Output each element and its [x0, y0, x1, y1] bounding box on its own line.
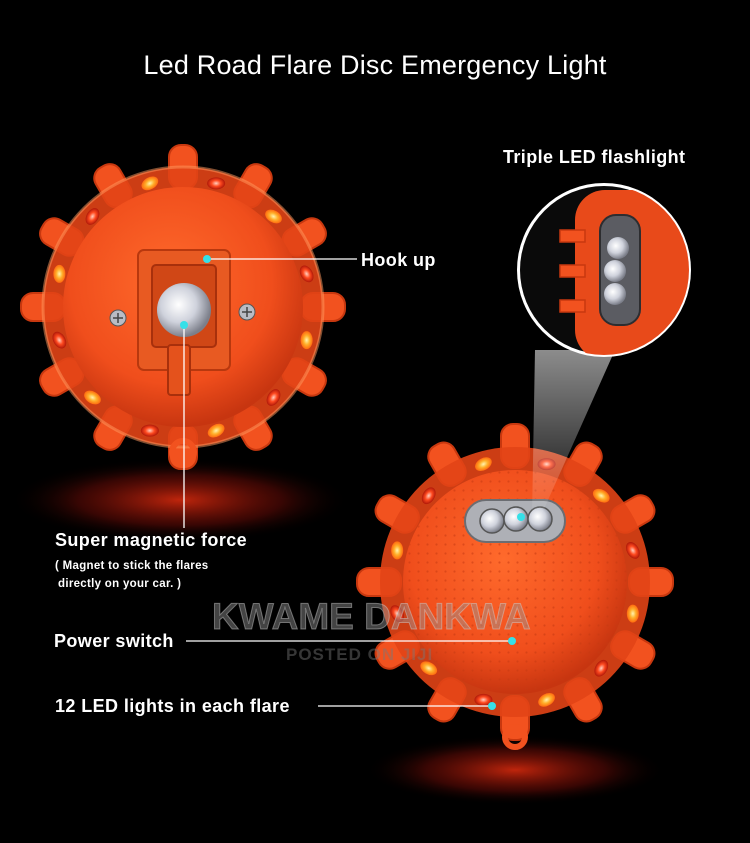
led-light [300, 331, 313, 350]
watermark-posted: POSTED ON JIJI [286, 645, 434, 664]
reflection-glow [10, 458, 350, 542]
magnet [157, 283, 211, 337]
reflection-glow [365, 735, 665, 805]
led-light [475, 457, 492, 472]
led-light [391, 541, 404, 560]
led-light [207, 423, 225, 438]
led-light [141, 176, 159, 191]
flare-disc-back [20, 144, 346, 470]
led-light [390, 605, 405, 622]
led-light [207, 177, 226, 190]
magnet-note-line-1: ( Magnet to stick the flares [55, 560, 209, 572]
pointer-lines [183, 258, 512, 707]
led-light [140, 424, 159, 437]
page-title: Led Road Flare Disc Emergency Light [143, 50, 607, 80]
label-triple-led-flashlight: Triple LED flashlight [503, 147, 686, 167]
light-beam [532, 350, 615, 518]
label-super-magnetic-force: Super magnetic force [55, 530, 248, 550]
led-light [594, 659, 609, 677]
led-light [266, 389, 281, 406]
led-light [84, 390, 101, 405]
led-light [626, 604, 639, 623]
led-light [265, 209, 282, 224]
magnet-note-line-2: directly on your car. ) [58, 578, 182, 590]
flare-disc-front [356, 423, 674, 750]
label-12-led-lights: 12 LED lights in each flare [55, 696, 290, 716]
led-light [474, 693, 493, 706]
watermark-name: KWAME DANKWA [212, 596, 532, 638]
flashlight-closeup [517, 183, 691, 357]
pointer-dots [180, 255, 525, 710]
led-light [53, 264, 66, 283]
led-light [592, 488, 610, 503]
led-light [538, 692, 555, 707]
led-light [421, 487, 436, 505]
led-light [85, 208, 100, 225]
led-light [420, 661, 438, 676]
label-hook-up: Hook up [361, 250, 436, 270]
label-power-switch: Power switch [54, 631, 174, 651]
led-light [52, 331, 67, 349]
led-light [625, 542, 640, 559]
led-light [299, 265, 314, 283]
